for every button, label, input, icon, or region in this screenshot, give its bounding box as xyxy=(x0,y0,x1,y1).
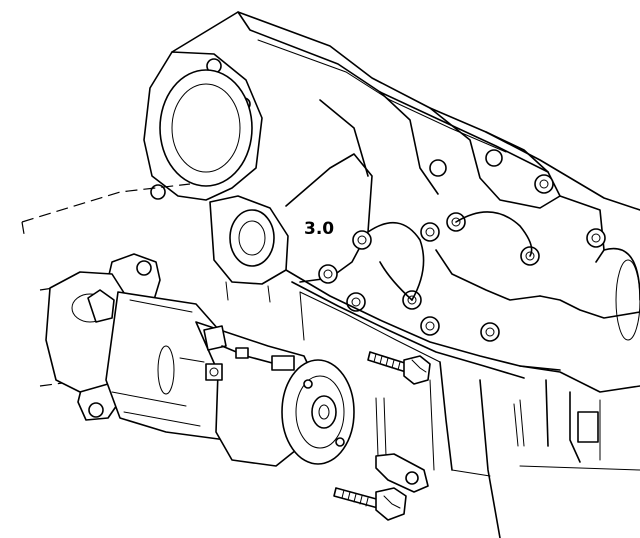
cable-bracket xyxy=(375,397,429,493)
heat-shield-outline xyxy=(225,281,435,471)
starter-motor xyxy=(45,253,355,467)
engine-displacement-marking: 3.0 xyxy=(304,219,334,239)
starter-upper-bolt xyxy=(367,351,431,385)
engine-block xyxy=(143,11,640,463)
starter-lower-bolt xyxy=(333,487,407,521)
